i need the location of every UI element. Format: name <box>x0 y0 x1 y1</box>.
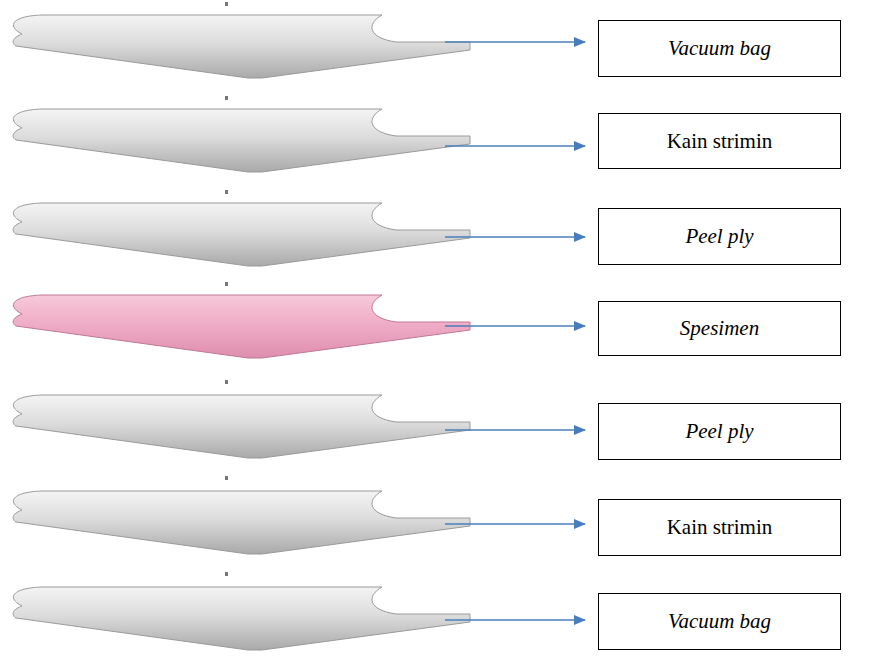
layer-label: Spesimen <box>680 316 759 341</box>
layer-label: Peel ply <box>685 419 753 444</box>
peel-ply-sheet <box>13 203 470 266</box>
leader-arrow <box>445 429 585 431</box>
specimen-sheet <box>13 295 470 358</box>
layer-label-box: Spesimen <box>598 301 841 356</box>
layer-label-box: Peel ply <box>598 208 841 265</box>
peel-ply-sheet <box>13 395 470 458</box>
layer-label: Vacuum bag <box>668 36 771 61</box>
layer-label: Vacuum bag <box>668 609 771 634</box>
layer-label-box: Vacuum bag <box>598 20 841 77</box>
leader-arrow <box>445 523 585 525</box>
vacuum-bag-sheet <box>13 587 470 650</box>
layer-label-box: Kain strimin <box>598 113 841 169</box>
layer-label: Kain strimin <box>667 129 773 154</box>
layer-label-box: Vacuum bag <box>598 593 841 650</box>
layer-label-box: Peel ply <box>598 403 841 460</box>
layer-label: Kain strimin <box>667 515 773 540</box>
layer-label-box: Kain strimin <box>598 499 841 556</box>
strimin-sheet <box>13 109 470 172</box>
leader-arrow <box>445 41 585 43</box>
leader-arrow <box>445 619 585 621</box>
leader-arrow <box>445 325 585 327</box>
vacuum-bag-sheet <box>13 15 470 78</box>
strimin-sheet <box>13 491 470 554</box>
leader-arrow <box>445 145 585 147</box>
layer-label: Peel ply <box>685 224 753 249</box>
leader-arrow <box>445 236 585 238</box>
